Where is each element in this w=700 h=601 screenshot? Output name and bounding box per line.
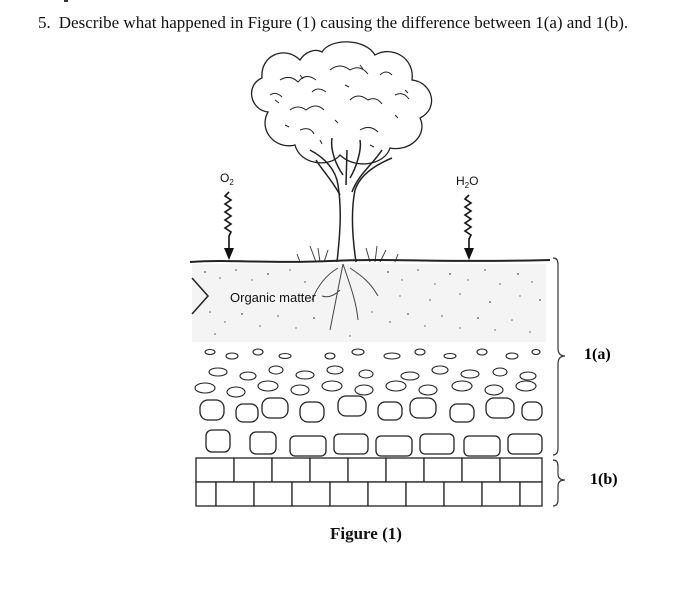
water-subscript: 2 [465, 181, 470, 190]
svg-text:H2O: H2O [456, 174, 478, 190]
water-label-o: O [469, 174, 478, 188]
tree-crown [251, 41, 433, 165]
question-prompt: Describe what happened in Figure (1) cau… [58, 13, 629, 32]
question-text: 5. Describe what happened in Figure (1) c… [38, 12, 628, 34]
organic-matter-pointer [191, 277, 210, 315]
bracket-1a [552, 257, 566, 456]
zone-1b-label: 1(b) [590, 471, 618, 488]
scan-mark [64, 0, 68, 2]
water-label-h: H [456, 174, 465, 188]
zone-1a-label: 1(a) [584, 346, 611, 363]
water-arrow: H2O [456, 174, 478, 260]
tree [251, 41, 433, 263]
svg-text:O2: O2 [220, 171, 234, 187]
ground-surface [189, 259, 551, 263]
question-number: 5. [38, 13, 51, 32]
figure-caption: Figure (1) [330, 524, 402, 543]
topsoil-zone [192, 263, 546, 342]
tree-trunk [309, 137, 393, 263]
oxygen-label: O [220, 171, 229, 185]
oxygen-subscript: 2 [229, 178, 234, 187]
pebble-layer [194, 348, 541, 398]
grass [296, 245, 399, 263]
bedrock-layer [195, 457, 543, 507]
oxygen-arrow: O2 [220, 171, 234, 260]
stone-layer [199, 395, 543, 457]
organic-matter-label: Organic matter [230, 290, 317, 305]
bracket-1b [552, 459, 566, 507]
